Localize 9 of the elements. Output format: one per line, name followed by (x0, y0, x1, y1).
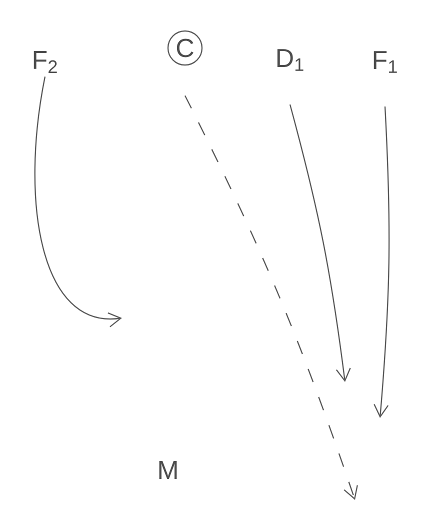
arrow (34, 76, 122, 328)
handwritten-label: D$_{1}$ (277, 49, 304, 71)
arrow (184, 95, 358, 500)
handwritten-label: F$_{2}$ (34, 50, 57, 73)
handwritten-label: M (159, 461, 177, 479)
handwritten-label: F$_{1}$ (374, 51, 397, 73)
arrow (289, 104, 351, 382)
arrow (374, 106, 390, 418)
circled-letter: C (167, 30, 203, 66)
